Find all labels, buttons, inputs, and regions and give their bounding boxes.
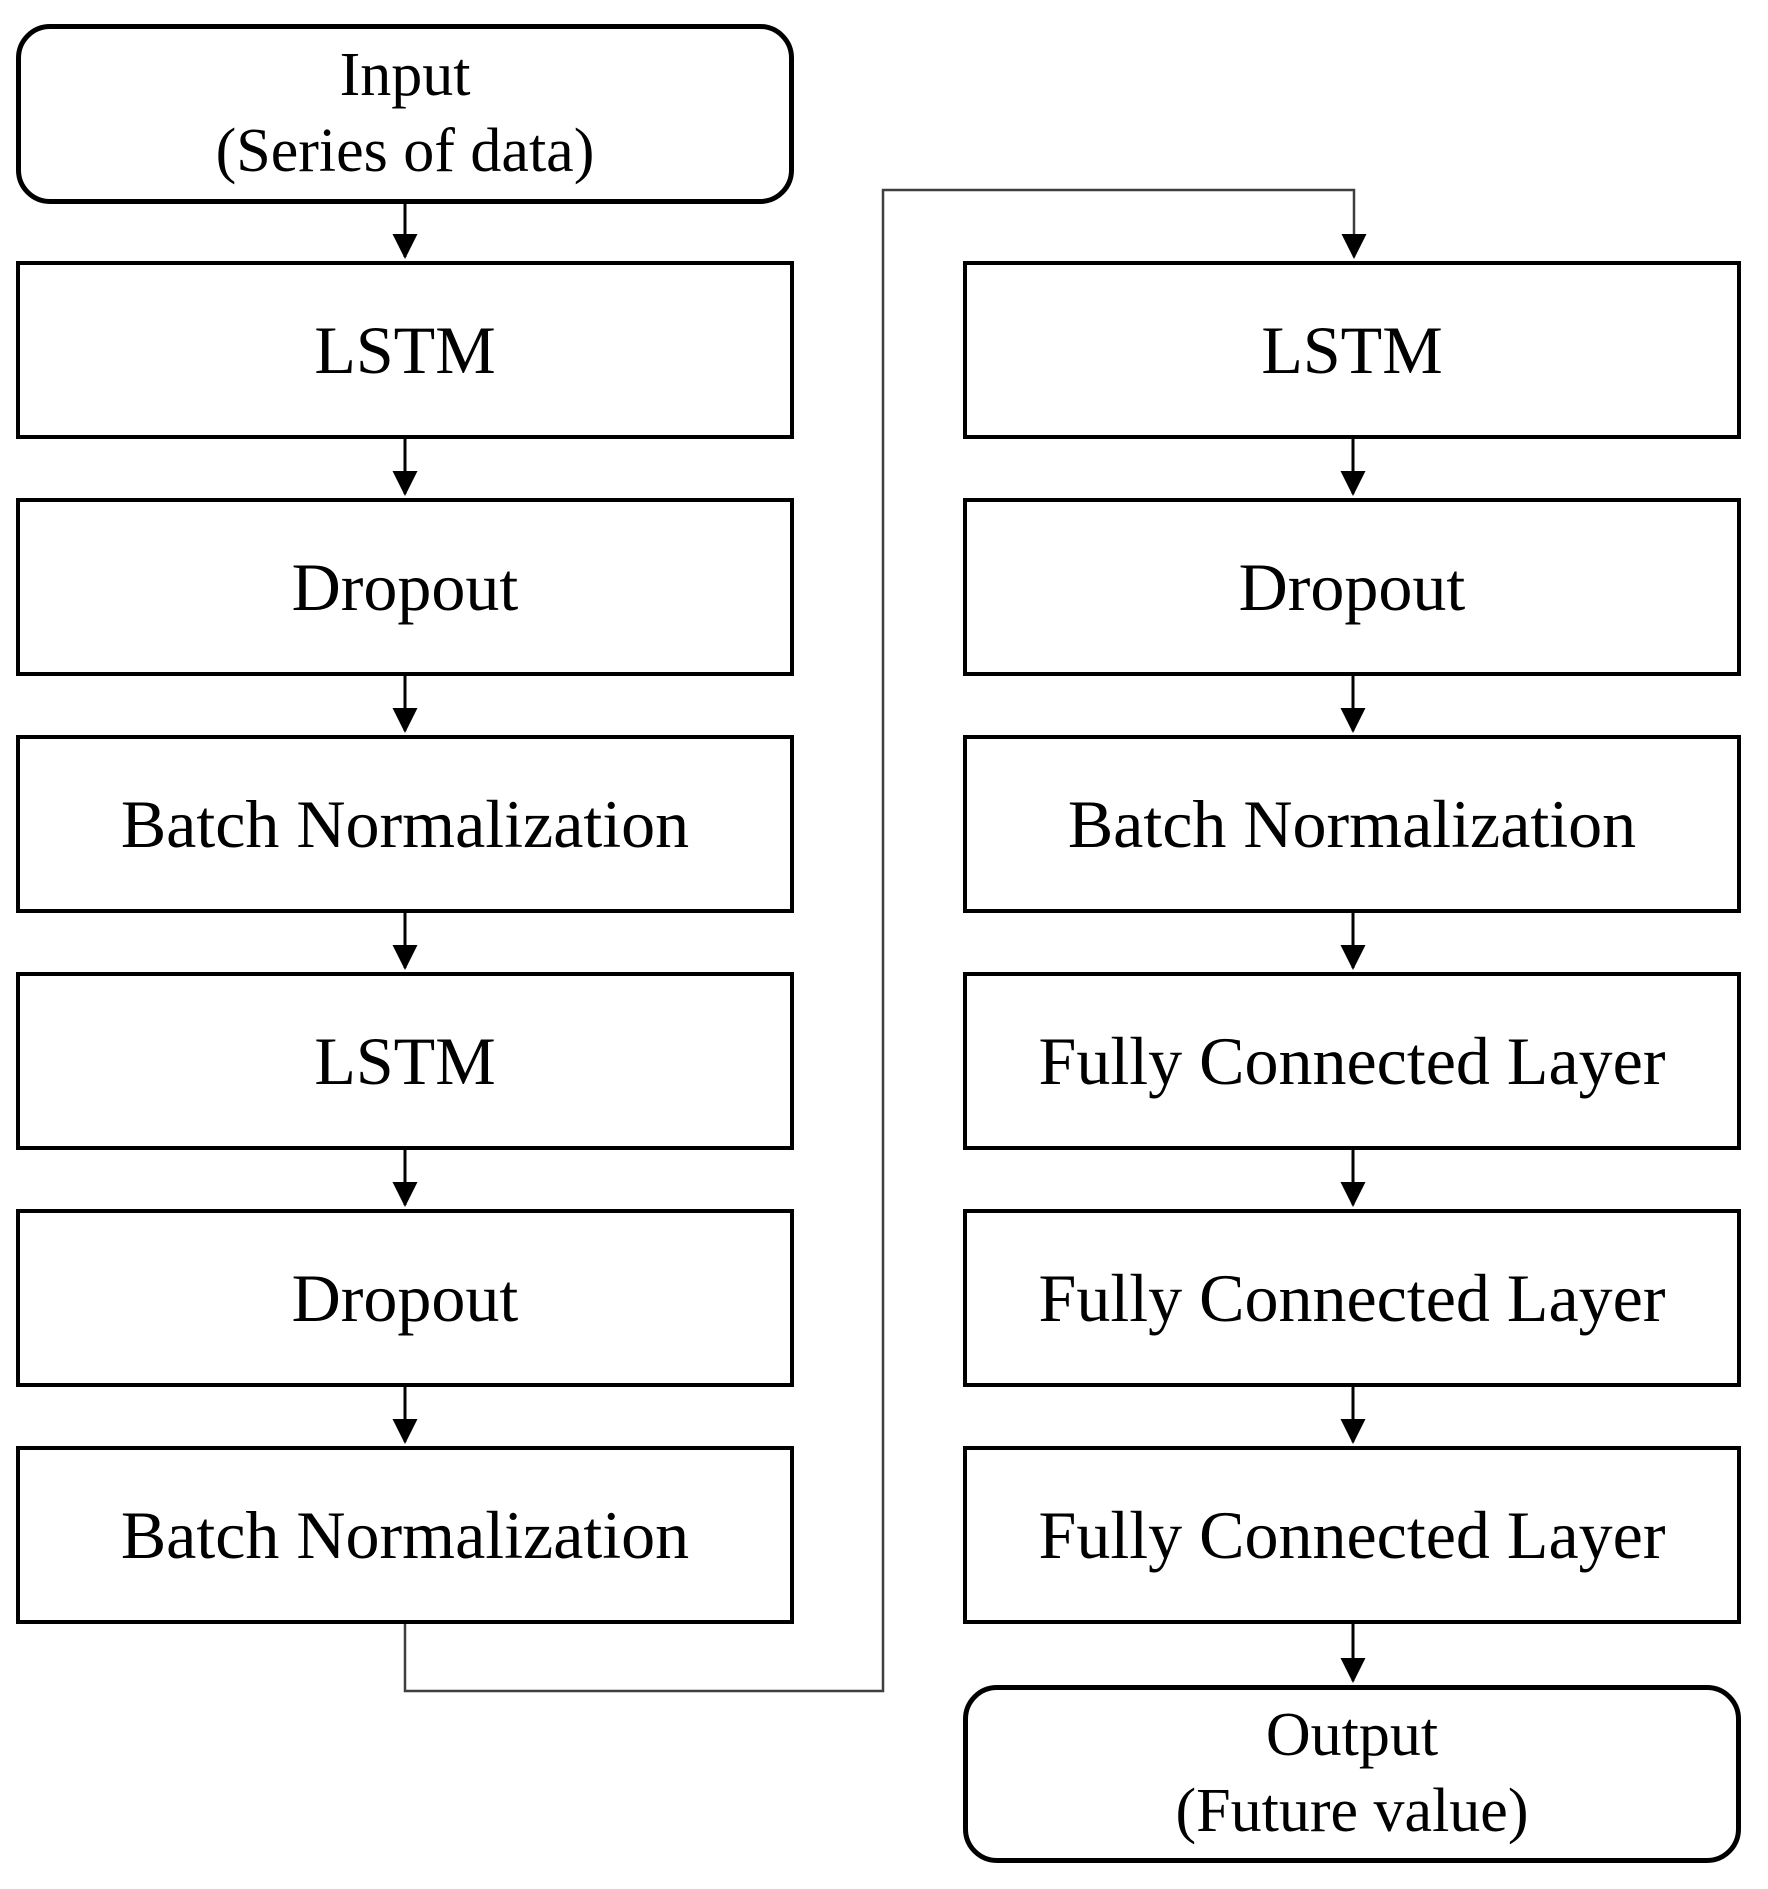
node-label: Batch Normalization xyxy=(120,785,690,862)
node-batch-normalization-3: Batch Normalization xyxy=(963,735,1741,913)
node-label: Dropout xyxy=(291,548,519,625)
node-lstm-2: LSTM xyxy=(16,972,794,1150)
node-label: Fully Connected Layer xyxy=(1038,1259,1666,1336)
node-label: LSTM xyxy=(314,311,496,388)
node-label: LSTM xyxy=(1261,311,1443,388)
node-label: Fully Connected Layer xyxy=(1038,1022,1666,1099)
node-label: LSTM xyxy=(314,1022,496,1099)
node-label: Batch Normalization xyxy=(120,1496,690,1573)
node-label: Dropout xyxy=(291,1259,519,1336)
node-label: Batch Normalization xyxy=(1067,785,1637,862)
node-label: Dropout xyxy=(1238,548,1466,625)
node-label: Fully Connected Layer xyxy=(1038,1496,1666,1573)
node-fully-connected-1: Fully Connected Layer xyxy=(963,972,1741,1150)
node-label: Input xyxy=(339,41,471,110)
node-dropout-1: Dropout xyxy=(16,498,794,676)
node-lstm-1: LSTM xyxy=(16,261,794,439)
node-fully-connected-2: Fully Connected Layer xyxy=(963,1209,1741,1387)
node-label: Output xyxy=(1265,1701,1439,1770)
node-dropout-2: Dropout xyxy=(16,1209,794,1387)
node-sublabel: (Future value) xyxy=(1175,1777,1529,1845)
node-batch-normalization-1: Batch Normalization xyxy=(16,735,794,913)
node-sublabel: (Series of data) xyxy=(215,117,595,185)
node-dropout-3: Dropout xyxy=(963,498,1741,676)
node-fully-connected-3: Fully Connected Layer xyxy=(963,1446,1741,1624)
node-lstm-3: LSTM xyxy=(963,261,1741,439)
node-output: Output (Future value) xyxy=(963,1685,1741,1863)
node-batch-normalization-2: Batch Normalization xyxy=(16,1446,794,1624)
node-input: Input (Series of data) xyxy=(16,24,794,204)
